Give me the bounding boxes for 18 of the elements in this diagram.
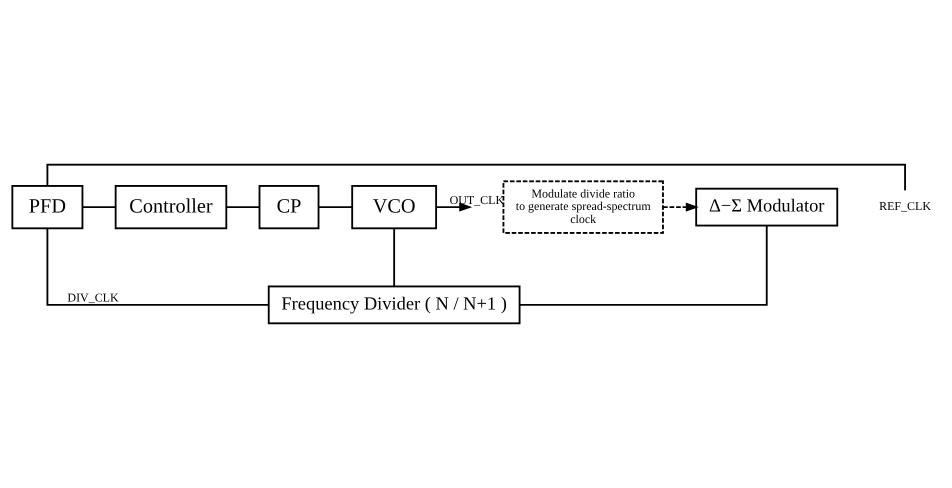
node-box: Δ−Σ Modulator	[695, 188, 838, 226]
connector	[520, 226, 768, 306]
node-box: PFD	[11, 184, 84, 230]
node-box: Frequency Divider ( N / N+1 )	[268, 286, 520, 324]
node-box: Controller	[114, 184, 228, 230]
edge-label: OUT_CLK	[450, 192, 504, 207]
connector	[82, 206, 116, 208]
node-box: CP	[258, 184, 320, 230]
connector	[226, 206, 260, 208]
connector	[393, 228, 396, 286]
node-box: VCO	[351, 184, 438, 230]
arrow	[663, 202, 699, 212]
connector	[46, 228, 269, 306]
connector	[46, 164, 906, 190]
edge-label: DIV_CLK	[67, 290, 119, 305]
node-box: Modulate divide ratio to generate spread-spectrum clock	[502, 180, 664, 234]
connector	[318, 206, 352, 208]
node-text: REF_CLK	[879, 199, 931, 214]
